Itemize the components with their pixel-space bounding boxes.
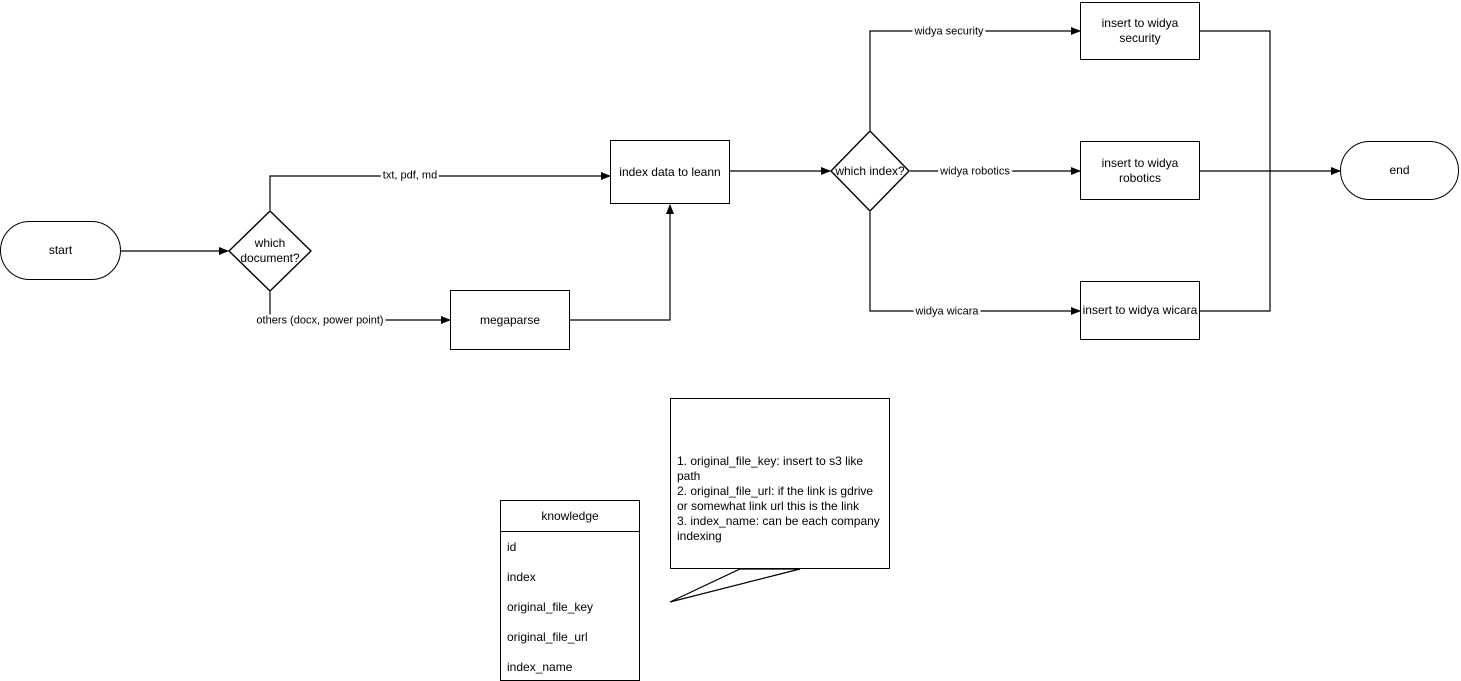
node-megaparse-label: megaparse [479, 312, 541, 327]
node-megaparse[interactable]: megaparse [450, 290, 570, 350]
callout-note[interactable]: 1. original_file_key: insert to s3 like … [670, 398, 890, 569]
node-which-index-label: which index? [835, 163, 905, 178]
edge-label-widya-robotics: widya robotics [938, 165, 1012, 179]
node-start-label: start [48, 243, 73, 257]
node-insert-widya-wicara-label: insert to widya wicara [1082, 303, 1198, 317]
node-end[interactable]: end [1340, 141, 1459, 200]
node-index-data-to-leann[interactable]: index data to leann [610, 140, 730, 204]
node-index-data-to-leann-label: index data to leann [619, 164, 721, 179]
knowledge-table-row-index[interactable]: index [507, 570, 536, 584]
node-which-document[interactable]: which document? [228, 210, 312, 292]
node-insert-widya-robotics[interactable]: insert to widya robotics [1080, 141, 1200, 200]
node-insert-widya-wicara[interactable]: insert to widya wicara [1080, 281, 1200, 340]
knowledge-entity-table[interactable]: knowledge id index original_file_key ori… [500, 500, 640, 681]
node-insert-widya-security-line1: insert to widya [1101, 16, 1179, 30]
knowledge-table-row-index-name[interactable]: index_name [507, 660, 573, 674]
knowledge-table-title: knowledge [501, 501, 639, 532]
knowledge-table-row-original-file-url[interactable]: original_file_url [507, 630, 588, 644]
node-insert-widya-security-label: insert to widya security [1102, 16, 1179, 46]
node-insert-widya-robotics-label: insert to widya robotics [1102, 156, 1179, 186]
node-which-document-label-line2: document? [240, 251, 300, 265]
node-start[interactable]: start [0, 221, 121, 280]
diamond-shape-icon [228, 210, 312, 292]
node-insert-widya-robotics-line1: insert to widya [1101, 155, 1179, 170]
edge-label-widya-security: widya security [912, 25, 986, 39]
node-end-label: end [1389, 163, 1410, 177]
callout-note-text: 1. original_file_key: insert to s3 like … [677, 454, 880, 543]
edge-label-others: others (docx, power point) [254, 314, 386, 328]
node-which-document-label-line1: which [254, 236, 286, 250]
node-insert-widya-robotics-line2: robotics [1118, 170, 1161, 185]
knowledge-table-row-id[interactable]: id [507, 540, 517, 554]
edge-label-widya-wicara: widya wicara [913, 305, 981, 319]
node-insert-widya-security-line2: security [1119, 31, 1161, 45]
edge-label-txt-pdf-md: txt, pdf, md [380, 169, 440, 183]
node-which-document-label: which document? [240, 236, 299, 266]
node-which-index[interactable]: which index? [830, 130, 910, 212]
diamond-shape-icon [830, 130, 910, 212]
node-insert-widya-security[interactable]: insert to widya security [1080, 2, 1200, 60]
knowledge-table-row-original-file-key[interactable]: original_file_key [507, 600, 594, 614]
